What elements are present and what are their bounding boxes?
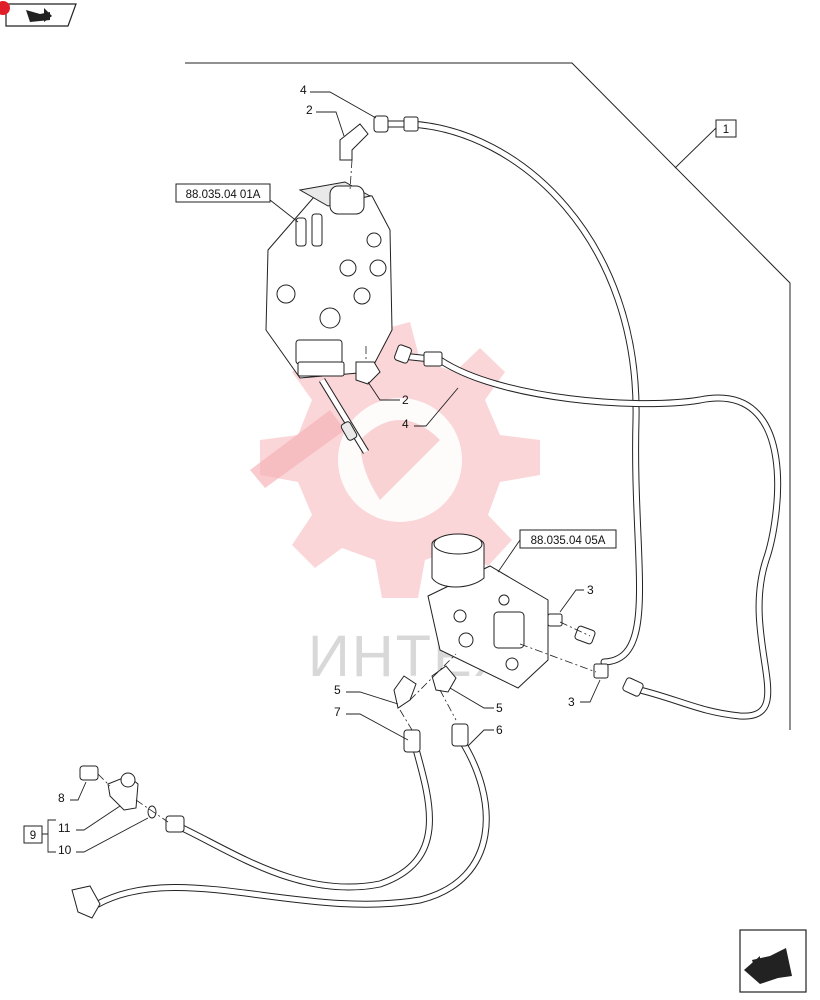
svg-text:5: 5 bbox=[496, 701, 503, 715]
elbow-fitting-5-left bbox=[393, 675, 417, 709]
callout-2-mid: 2 bbox=[367, 381, 409, 407]
callout-10: 10 bbox=[58, 817, 149, 857]
kit-box-9: 9 bbox=[23, 819, 56, 853]
hose-2 bbox=[398, 352, 782, 720]
group-leader bbox=[674, 127, 717, 169]
callout-11: 11 bbox=[58, 805, 121, 835]
callout-3-lower: 3 bbox=[568, 679, 601, 709]
svg-text:8: 8 bbox=[58, 791, 65, 805]
callout-5-right: 5 bbox=[449, 687, 503, 715]
group-box-label: 1 bbox=[723, 124, 729, 136]
svg-text:4: 4 bbox=[300, 83, 307, 97]
block-reference-label: 88.035.04 05A bbox=[531, 535, 606, 547]
svg-text:2: 2 bbox=[402, 393, 409, 407]
red-marker-icon bbox=[0, 1, 10, 15]
valve-reference-label: 88.035.04 01A bbox=[186, 189, 261, 201]
next-arrow-icon bbox=[744, 948, 792, 984]
svg-text:3: 3 bbox=[568, 695, 575, 709]
svg-text:6: 6 bbox=[496, 723, 503, 737]
svg-text:4: 4 bbox=[402, 417, 409, 431]
svg-text:2: 2 bbox=[306, 103, 313, 117]
callout-4-top: 4 bbox=[300, 83, 377, 119]
callout-7: 7 bbox=[334, 705, 409, 741]
adapter-3-upper bbox=[547, 613, 563, 627]
kit-box-label: 9 bbox=[30, 830, 36, 842]
svg-text:5: 5 bbox=[334, 683, 341, 697]
callout-6: 6 bbox=[467, 723, 503, 747]
manifold-block bbox=[427, 533, 549, 689]
hose-fittings bbox=[71, 115, 644, 919]
back-arrow-icon bbox=[26, 8, 52, 22]
hose-7 bbox=[174, 738, 433, 891]
svg-text:3: 3 bbox=[587, 583, 594, 597]
hose-1 bbox=[378, 120, 643, 666]
adapter-3-lower bbox=[593, 663, 609, 679]
tee-kit bbox=[79, 765, 157, 819]
valve-reference-box: 88.035.04 01A bbox=[175, 183, 299, 223]
callout-3-upper: 3 bbox=[559, 583, 594, 613]
nav-back-button[interactable] bbox=[0, 1, 77, 27]
group-box-1: 1 bbox=[715, 119, 737, 138]
nav-next-button[interactable] bbox=[739, 929, 807, 993]
svg-text:10: 10 bbox=[58, 843, 72, 857]
assembly-dash-lines bbox=[97, 159, 597, 823]
callout-4-mid: 4 bbox=[402, 387, 459, 431]
callout-8: 8 bbox=[58, 781, 87, 805]
assembly-group-line bbox=[185, 62, 791, 730]
elbow-fitting-2-top bbox=[339, 123, 369, 161]
elbow-fitting-2-mid bbox=[355, 361, 381, 385]
callout-5-left: 5 bbox=[334, 683, 399, 705]
svg-text:11: 11 bbox=[58, 821, 71, 835]
svg-text:7: 7 bbox=[334, 705, 341, 719]
hose-6 bbox=[94, 734, 490, 908]
control-valve bbox=[265, 181, 393, 454]
block-reference-box: 88.035.04 05A bbox=[497, 529, 617, 573]
callout-2-top: 2 bbox=[306, 103, 345, 137]
